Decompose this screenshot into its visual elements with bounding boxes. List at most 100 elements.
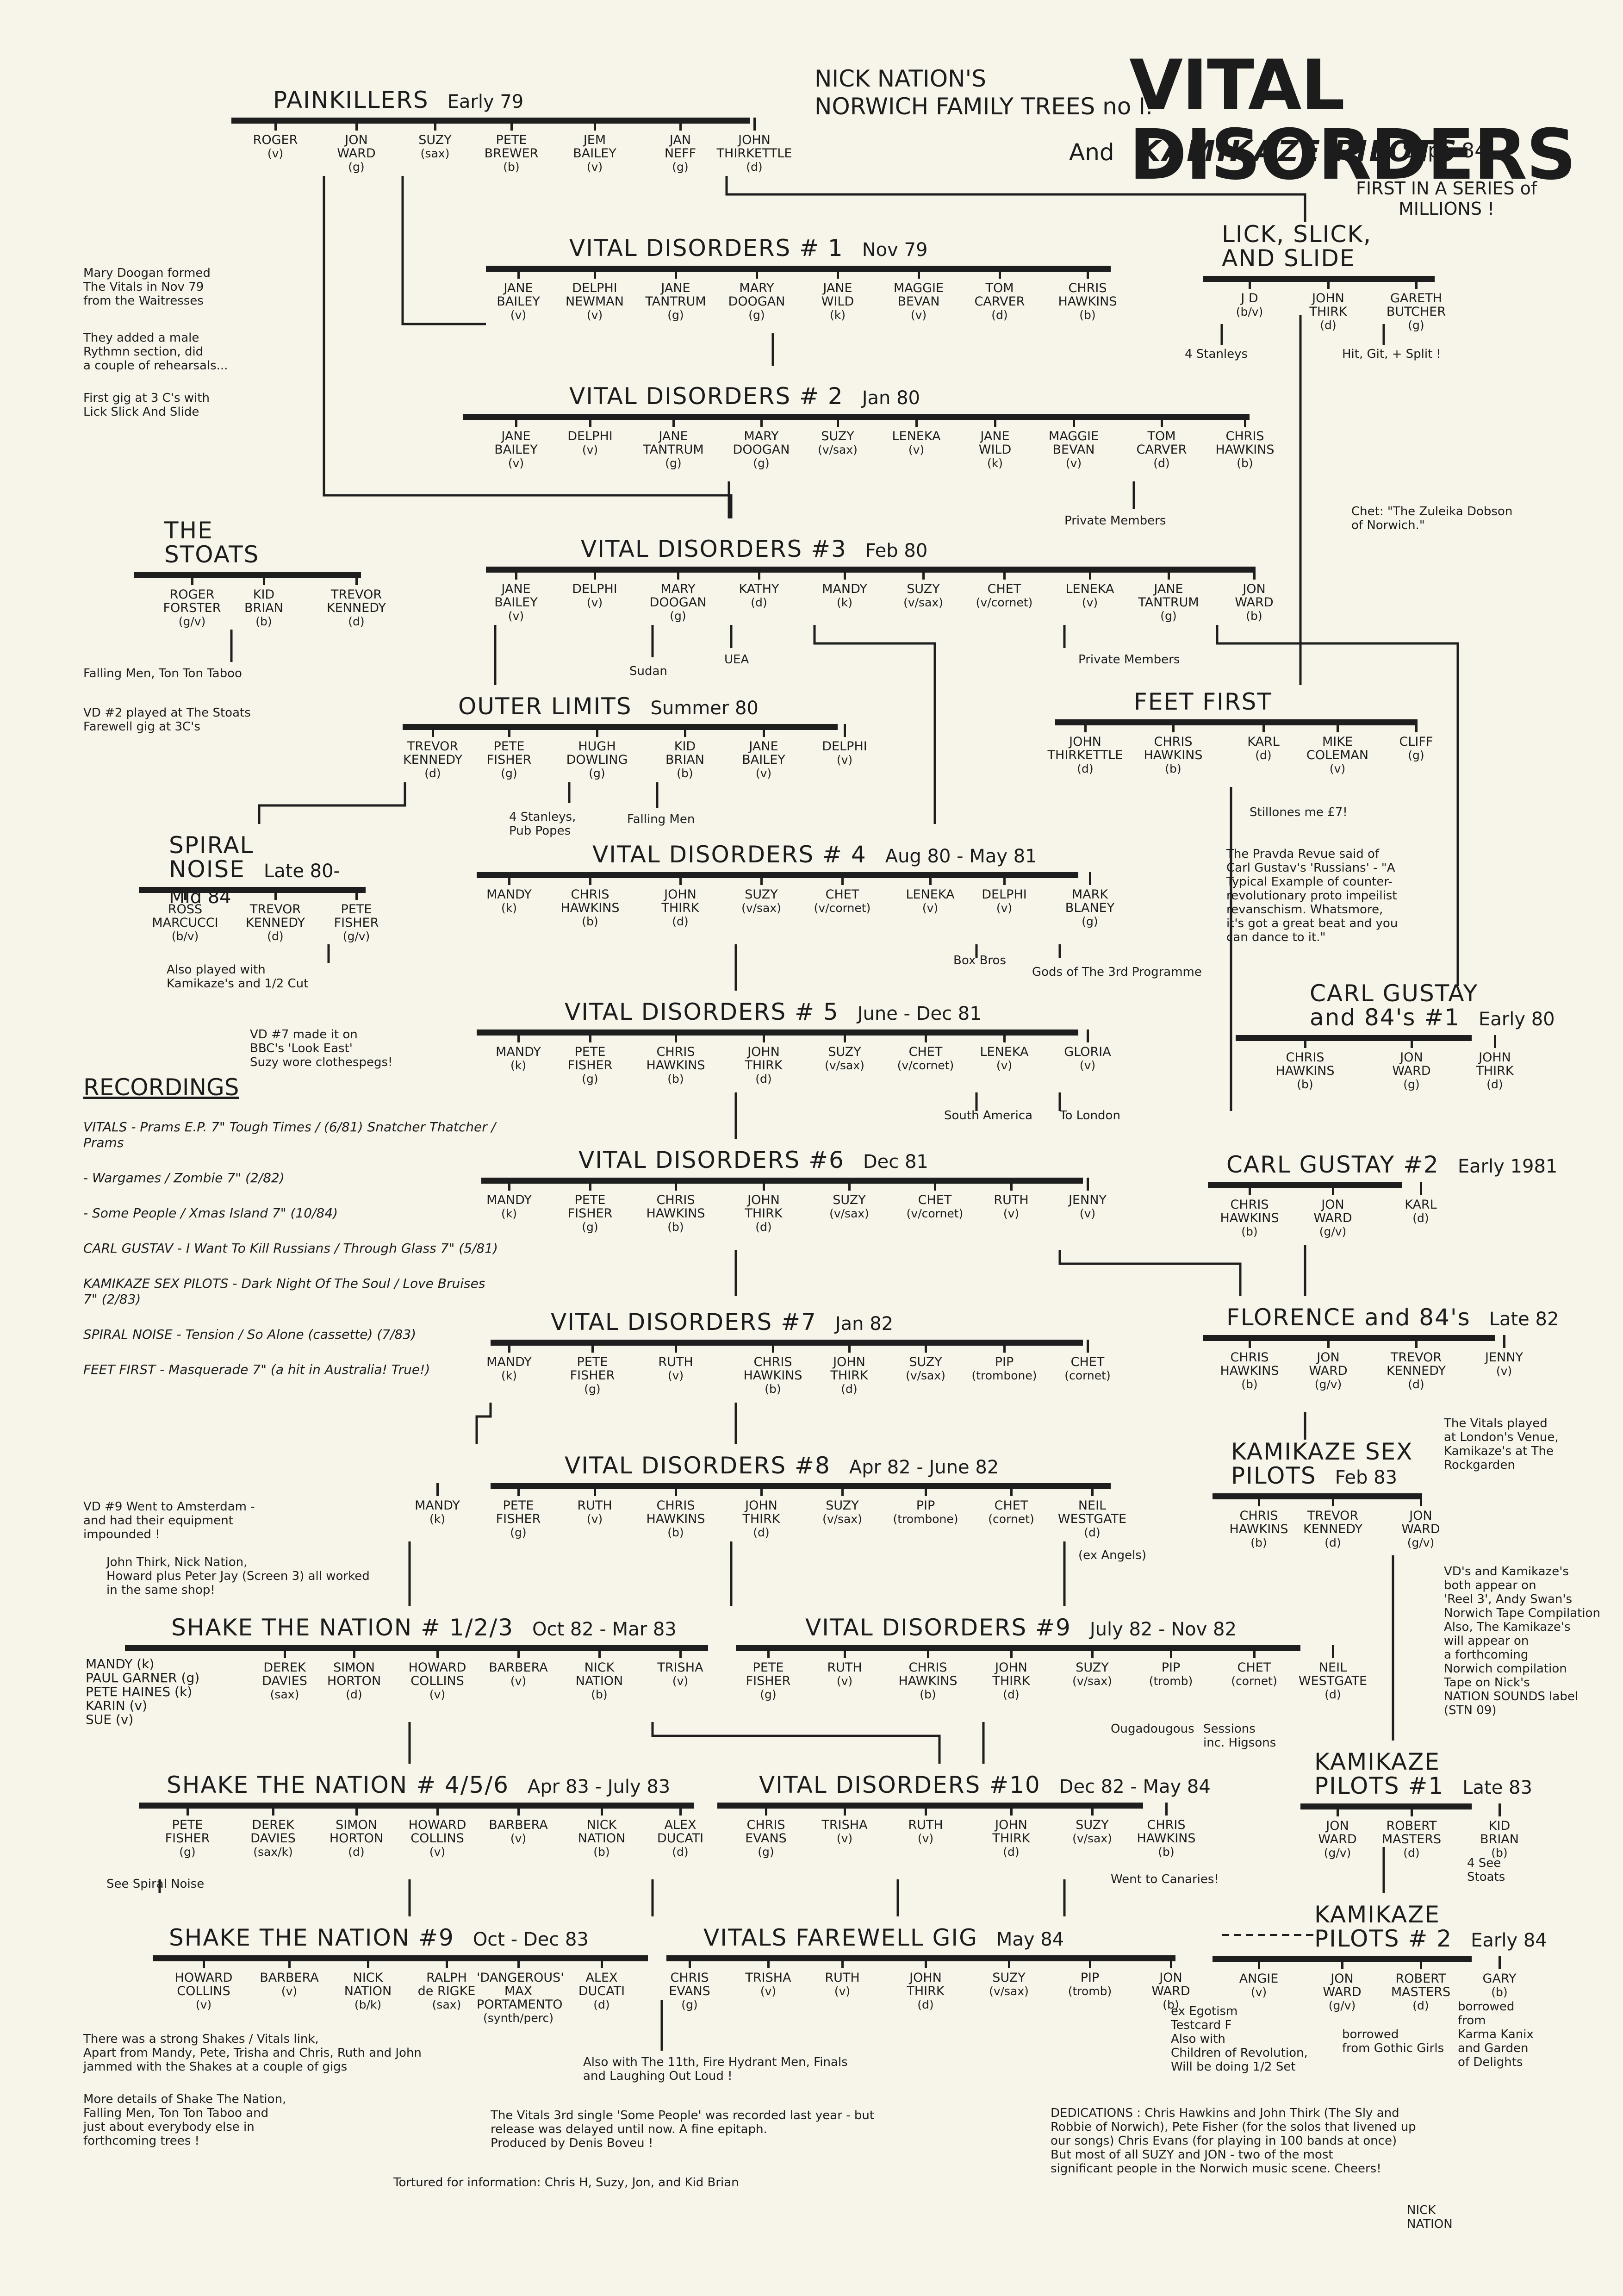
member-role: (g/v) — [178, 615, 206, 628]
member-tick — [434, 118, 436, 131]
band-date: Apr 83 - July 83 — [528, 1776, 671, 1797]
band-member: CHRIS HAWKINS(b) — [1208, 1198, 1291, 1238]
band-member: PIP(tromb) — [1129, 1661, 1213, 1688]
member-tick — [1087, 1029, 1089, 1042]
member-tick — [1411, 1803, 1413, 1816]
member-tick — [1420, 1493, 1422, 1506]
member-name: RUTH — [908, 1818, 943, 1832]
member-tick — [1168, 567, 1170, 580]
member-tick — [675, 1178, 677, 1191]
band-member: ROGER(v) — [234, 133, 317, 160]
member-role: (b) — [1250, 1536, 1267, 1549]
band-member: SUZY(v/sax) — [884, 1355, 967, 1382]
member-role: (g) — [1408, 749, 1424, 762]
lineup-bar — [486, 266, 1111, 272]
member-name: TRISHA — [657, 1660, 703, 1675]
member-tick — [1420, 1182, 1422, 1195]
member-role: (v) — [836, 1832, 853, 1845]
band-member: MANDY(k) — [467, 1193, 551, 1220]
member-name: NICK NATION — [344, 1971, 392, 1998]
member-tick — [675, 1029, 677, 1042]
member-role: (v) — [836, 1674, 853, 1688]
member-role: (k) — [429, 1512, 445, 1526]
member-tick — [1161, 414, 1163, 427]
band-member: GLORIA(v) — [1046, 1045, 1129, 1072]
member-role: (b/k) — [354, 1998, 382, 2011]
annotation: Gods of The 3rd Programme — [1032, 965, 1202, 979]
member-role: (b) — [677, 767, 693, 780]
annotation: Also with The 11th, Fire Hydrant Men, Fi… — [583, 2055, 848, 2083]
annotation: VD #9 Went to Amsterdam - and had their … — [83, 1500, 255, 1541]
recording-entry: SPIRAL NOISE - Tension / So Alone (casse… — [83, 1327, 417, 1342]
member-role: (b) — [1491, 1846, 1508, 1859]
band-member: JANE BAILEY(v) — [722, 740, 805, 780]
member-role: (sax/k) — [253, 1845, 293, 1859]
member-tick — [508, 1340, 510, 1353]
band-date: Dec 81 — [863, 1151, 928, 1173]
lineup-bar — [1203, 1335, 1495, 1341]
member-name: JON WARD — [1318, 1819, 1357, 1847]
member-name: ALEX DUCATI — [578, 1971, 625, 1998]
band-member: MANDY(k) — [803, 582, 886, 609]
member-tick — [1089, 872, 1091, 885]
member-name: JANE TANTRUM — [1138, 582, 1199, 610]
band-member: JEM BAILEY(v) — [553, 133, 636, 174]
member-tick — [601, 1803, 603, 1816]
band-member: SUZY(v/sax) — [808, 1193, 891, 1220]
member-role: (v) — [582, 443, 598, 456]
lineup-bar — [736, 1645, 1300, 1651]
member-name: JON WARD — [1313, 1198, 1352, 1225]
header-date: Sept. 84 — [1402, 139, 1488, 162]
member-name: TRISHA — [821, 1818, 868, 1832]
member-role: (v) — [910, 308, 927, 322]
band-member: RUTH(v) — [970, 1193, 1053, 1220]
lineup-bar — [125, 1645, 708, 1651]
member-tick — [508, 1178, 510, 1191]
member-role: (b) — [1165, 762, 1181, 775]
member-role: (v) — [996, 901, 1013, 915]
band-member: KID BRIAN(b) — [643, 740, 727, 780]
member-tick — [675, 1483, 677, 1496]
member-tick — [767, 1645, 770, 1658]
member-role: (b) — [591, 1688, 608, 1701]
lineup-bar — [403, 724, 838, 730]
lineup-bar — [481, 1178, 1083, 1184]
band-member: ROBERT MASTERS(d) — [1379, 1972, 1462, 2012]
member-tick — [844, 1803, 846, 1816]
member-name: NEIL WESTGATE — [1057, 1498, 1127, 1526]
member-role: (g) — [760, 1688, 777, 1701]
member-name: HOWARD COLLINS — [174, 1971, 233, 1998]
member-name: ROBERT MASTERS — [1391, 1972, 1451, 1999]
lineup-bar — [486, 567, 1254, 573]
member-role: (v) — [667, 1369, 684, 1382]
member-name: SUZY — [1076, 1660, 1109, 1675]
member-tick — [1087, 1340, 1089, 1353]
band-member: CHRIS EVANS(g) — [724, 1818, 808, 1859]
member-name: MANDY — [486, 1355, 532, 1369]
member-role: (g/v) — [1407, 1536, 1435, 1549]
band-title: KAMIKAZE PILOTS #1 — [1314, 1748, 1444, 1799]
band-title: VITAL DISORDERS #7 — [551, 1309, 817, 1335]
member-tick — [1249, 1335, 1251, 1348]
member-name: NICK NATION — [578, 1818, 626, 1846]
member-role: (sax) — [432, 1998, 461, 2011]
lineup-bar — [477, 872, 1078, 878]
member-tick — [1253, 1645, 1256, 1658]
member-role: (d) — [348, 1845, 365, 1859]
band-member: CHET(v/cornet) — [963, 582, 1046, 609]
member-tick — [756, 266, 758, 279]
member-role: (g/v) — [1328, 1999, 1356, 2012]
band-member: SUZY(v/sax) — [1051, 1818, 1134, 1845]
member-tick — [1332, 1493, 1334, 1506]
band-member: TRISHA(v) — [803, 1818, 886, 1845]
member-role: (g/v) — [342, 930, 370, 943]
member-role: (g) — [758, 1845, 774, 1859]
band-member: SIMON HORTON(d) — [312, 1661, 396, 1701]
member-tick — [203, 1955, 205, 1968]
member-role: (g/v) — [1319, 1225, 1347, 1238]
